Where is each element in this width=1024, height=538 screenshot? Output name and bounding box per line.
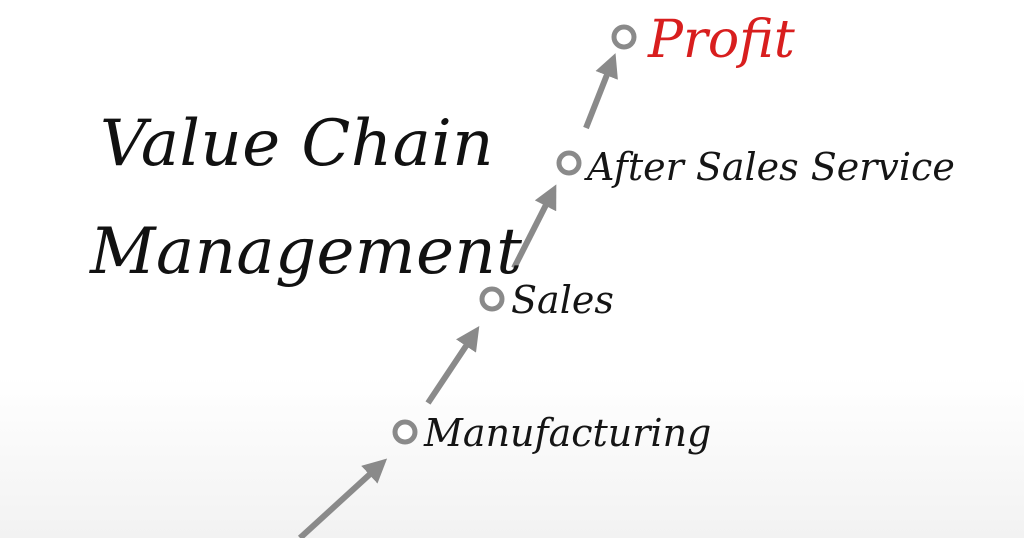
title-line-1: Value Chain <box>100 107 494 181</box>
step-label-profit: Profit <box>648 10 795 70</box>
step-label-after-sales-service: After Sales Service <box>587 145 955 189</box>
node-sales <box>479 286 505 312</box>
arrow-into-manufacturing <box>297 458 388 538</box>
arrow-manufacturing-to-sales <box>425 326 480 405</box>
node-manufacturing <box>392 419 418 445</box>
step-label-sales: Sales <box>511 278 614 322</box>
arrow-sales-to-after-sales <box>511 184 557 270</box>
node-profit <box>611 24 637 50</box>
step-label-manufacturing: Manufacturing <box>424 411 712 455</box>
node-after-sales-service <box>556 150 582 176</box>
arrow-after-sales-to-profit <box>583 53 618 130</box>
title-line-2: Management <box>90 215 523 289</box>
